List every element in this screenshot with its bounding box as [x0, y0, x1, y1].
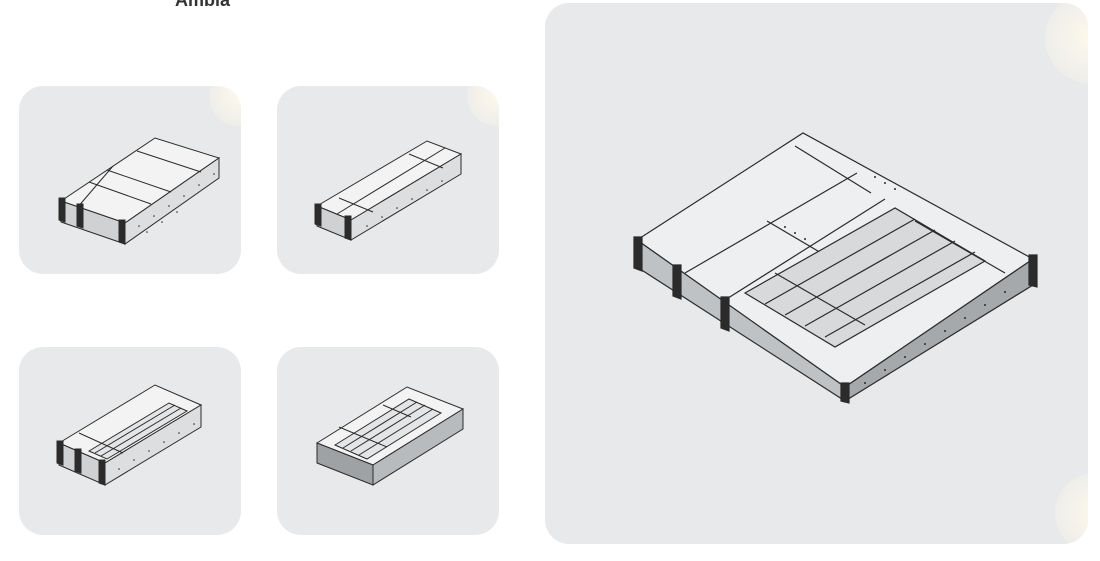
product-card-featured[interactable]	[545, 3, 1088, 544]
drawer-organizer-icon	[315, 386, 465, 486]
drawer-organizer-icon	[56, 384, 203, 486]
drawer-organizer-icon	[58, 137, 221, 245]
product-card-tray-4[interactable]	[277, 347, 499, 535]
product-card-tray-2[interactable]	[277, 86, 499, 274]
product-card-tray-3[interactable]	[19, 347, 241, 535]
page-title: Ambia	[175, 0, 231, 10]
product-card-tray-1[interactable]	[19, 86, 241, 274]
drawer-organizer-icon	[633, 132, 1038, 404]
drawer-organizer-icon	[314, 140, 463, 241]
